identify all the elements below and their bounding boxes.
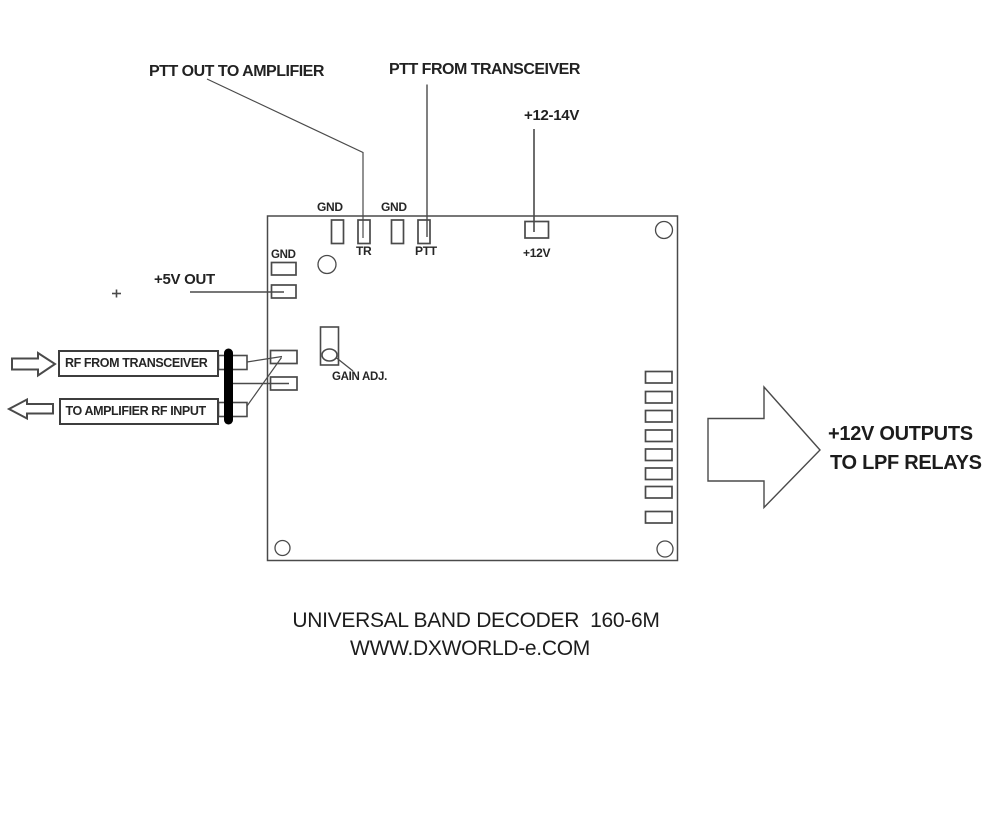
wire-bottom-coax-to-pad: [246, 357, 282, 407]
label-outputs-line2: TO LPF RELAYS: [830, 452, 982, 474]
label-tr: TR: [356, 244, 372, 258]
label-gnd-top-left: GND: [317, 200, 343, 214]
pad-out-8: [644, 510, 673, 524]
plus-mark-icon: [112, 289, 121, 298]
label-12v: +12V: [523, 246, 551, 260]
caption-title: UNIVERSAL BAND DECODER 160-6M: [292, 609, 660, 632]
gain-pot-body: [319, 326, 340, 366]
arrow-right-icon: [11, 351, 57, 378]
connector-12v: [524, 220, 550, 239]
label-ptt-out: PTT OUT TO AMPLIFIER: [149, 63, 324, 80]
label-5v-out: +5V OUT: [154, 271, 215, 288]
box-rf-from-transceiver-label: RF FROM TRANSCEIVER: [65, 356, 208, 371]
pad-gnd-side: [270, 261, 297, 276]
pin-tr: [357, 219, 371, 245]
pad-out-2: [644, 390, 673, 404]
wire-top-coax-to-pad: [246, 355, 283, 363]
label-supply-12-14v: +12-14V: [524, 107, 580, 124]
label-gain-adj: GAIN ADJ.: [332, 371, 388, 383]
pin-gnd-2: [390, 219, 405, 245]
mount-hole-bottom-left: [274, 539, 291, 557]
gain-pot-screw: [321, 348, 338, 362]
caption-website: WWW.DXWORLD-e.COM: [350, 637, 590, 660]
label-gnd-side: GND: [271, 249, 296, 261]
label-gnd-top-right: GND: [381, 200, 407, 214]
gain-pointer-line: [335, 356, 354, 372]
label-outputs-line1: +12V OUTPUTS: [828, 423, 973, 445]
mount-hole-bottom-right: [656, 540, 674, 558]
label-ptt-from: PTT FROM TRANSCEIVER: [389, 61, 580, 78]
big-arrow-outputs-icon: [707, 385, 821, 510]
box-to-amplifier-rf-input: TO AMPLIFIER RF INPUT: [58, 397, 219, 425]
pad-out-6: [644, 467, 673, 481]
box-rf-from-transceiver: RF FROM TRANSCEIVER: [58, 349, 219, 377]
mount-hole-inner: [317, 254, 337, 275]
pad-out-1: [644, 370, 673, 384]
label-ptt: PTT: [415, 244, 437, 258]
pin-ptt: [417, 219, 431, 245]
pin-gnd-1: [330, 219, 345, 245]
box-to-amplifier-rf-input-label: TO AMPLIFIER RF INPUT: [65, 404, 207, 419]
pad-out-7: [644, 485, 673, 499]
pcb-outline: [266, 215, 679, 562]
pad-out-3: [644, 409, 673, 423]
pad-out-4: [644, 429, 673, 443]
leader-ptt-out: [206, 78, 364, 238]
arrow-left-icon: [6, 397, 54, 421]
mount-hole-top-right: [654, 220, 674, 240]
pad-rf-1: [269, 349, 298, 365]
pad-out-5: [644, 448, 673, 462]
